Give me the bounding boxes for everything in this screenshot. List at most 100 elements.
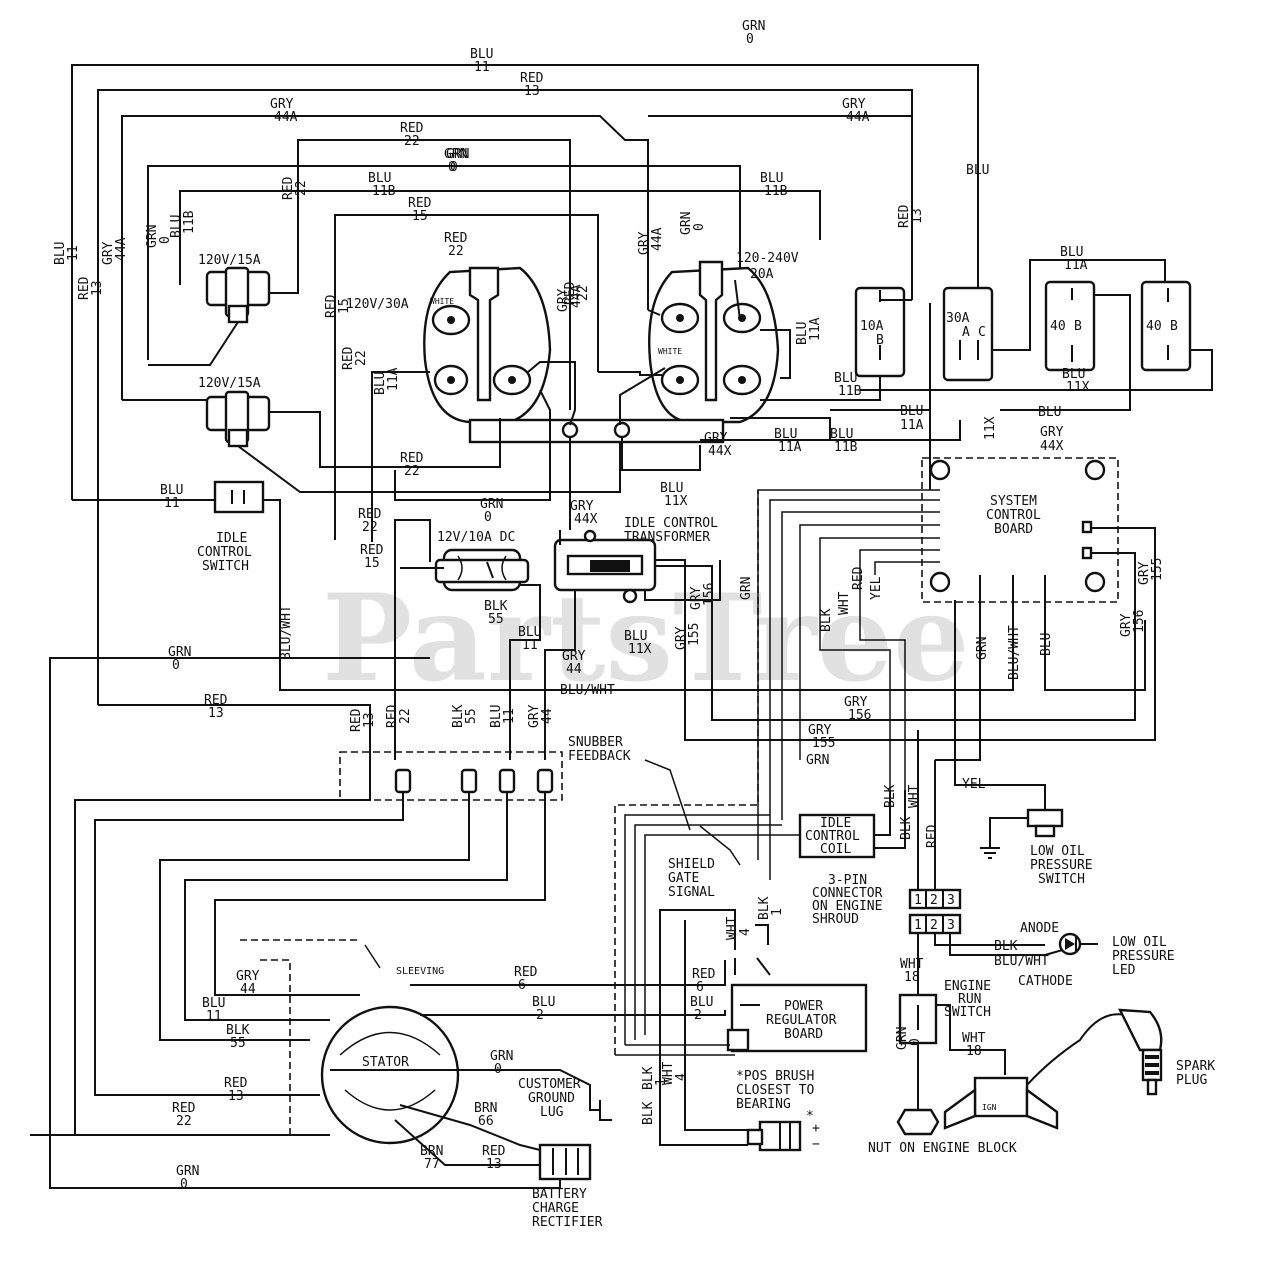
wire-color: RED [692, 967, 716, 982]
receptacle-120v-15a-bottom [122, 390, 621, 493]
label-ground-lug-3: LUG [540, 1105, 564, 1120]
wire-color: BLU [489, 705, 504, 728]
label-low-oil-switch-3: SWITCH [1038, 872, 1085, 887]
wire-color: RED [77, 276, 92, 300]
component-labels: 120V/15A 120V/30A 120-240V 20A 120V/15A … [197, 251, 1215, 1230]
label-white-2: WHITE [658, 347, 682, 356]
wire-label-wht-a: WHT [837, 591, 852, 615]
idle-control-transformer [544, 529, 721, 760]
wire-color: BLU [53, 242, 68, 265]
wire-color: RED [358, 507, 382, 522]
wire-label-44x: 44X [1040, 439, 1064, 454]
wire-number: 11 [474, 60, 490, 75]
wire-color: GRN [145, 225, 160, 248]
wire-number: 13 [910, 208, 925, 224]
wire-color: RED [408, 196, 432, 211]
breaker-3-top: 40 [1050, 319, 1066, 334]
wire-label-blk-b: BLK [883, 784, 898, 808]
pin-top-3: 3 [947, 893, 955, 908]
system-control-board [921, 457, 1119, 603]
wire-color: WHT [900, 957, 924, 972]
breaker-3-bot: B [1074, 319, 1082, 334]
breaker-2-top: 30A [946, 311, 970, 326]
receptacle-120v-30a [423, 266, 552, 424]
wire-number: 155 [812, 736, 835, 751]
wire-number: 0 [180, 1177, 188, 1192]
wire-label-blu-a: BLU [1038, 405, 1061, 420]
wire-number: 44 [540, 708, 555, 724]
wire-color: GRY [562, 649, 586, 664]
wire-color: GRN [679, 212, 694, 235]
wire-number: 11A [1064, 258, 1088, 273]
wire-color: BLU [169, 215, 184, 238]
label-idle-switch-2: CONTROL [197, 545, 252, 560]
wire-number: 11X [628, 642, 652, 657]
wire-number: 11A [808, 317, 823, 341]
wire-color: GRN [444, 147, 467, 162]
label-low-oil-led-3: LED [1112, 963, 1136, 978]
wire-color: BLU [470, 47, 493, 62]
wire-number: 13 [228, 1089, 244, 1104]
low-oil-pressure-switch [954, 600, 1064, 859]
wire-color: RED [385, 704, 400, 728]
breaker-10a [854, 286, 912, 378]
wire-label-11x-v: 11X [983, 416, 998, 440]
label-sleeving: SLEEVING [396, 966, 444, 977]
wire-number: 4 [674, 1073, 689, 1081]
wire-number: 156 [848, 708, 871, 723]
label-scb-1: SYSTEM [990, 494, 1037, 509]
pin-bottom-3: 3 [947, 918, 955, 933]
wire-number: 13 [486, 1157, 502, 1172]
label-shield-1: SHIELD [668, 857, 715, 872]
wire-label-blu-wht-b: BLU/WHT [560, 683, 615, 698]
wire-color: BLK [641, 1066, 656, 1090]
wire-color: GRN [176, 1164, 199, 1179]
wire-number: 0 [448, 160, 456, 175]
snubber-dashed-box [339, 751, 563, 801]
wire-number: 22 [404, 464, 420, 479]
wire-color: RED [324, 294, 339, 318]
wire-number: 44X [574, 512, 598, 527]
wire-label-yel-a: YEL [869, 576, 884, 600]
wire-number: 0 [450, 160, 458, 175]
wire-color: BLK [484, 599, 508, 614]
wire-color: GRY [1119, 613, 1134, 637]
wire-blu-11b-top [179, 190, 821, 285]
label-rectifier-2: CHARGE [532, 1201, 579, 1216]
wire-gry-44a-top [121, 115, 913, 400]
label-idle-coil-3: COIL [820, 842, 851, 857]
wire-number: 156 [702, 583, 717, 606]
breaker-2-bot: C [978, 325, 986, 340]
wire-label-blu-11a-r: BLU [900, 404, 923, 419]
breaker-2-mid: A [962, 325, 970, 340]
label-brush-2: CLOSEST TO [736, 1083, 814, 1098]
wire-color: BLU [368, 171, 391, 186]
wire-color: GRN [480, 497, 503, 512]
idle-control-coil [798, 790, 906, 859]
wire-color: BLK [226, 1023, 250, 1038]
receptacle-120v-15a-top [148, 266, 271, 366]
wire-number: 11B [372, 184, 396, 199]
wire-number: 55 [488, 612, 504, 627]
wire-color: GRY [674, 626, 689, 650]
breaker-1-top: 10A [860, 319, 884, 334]
